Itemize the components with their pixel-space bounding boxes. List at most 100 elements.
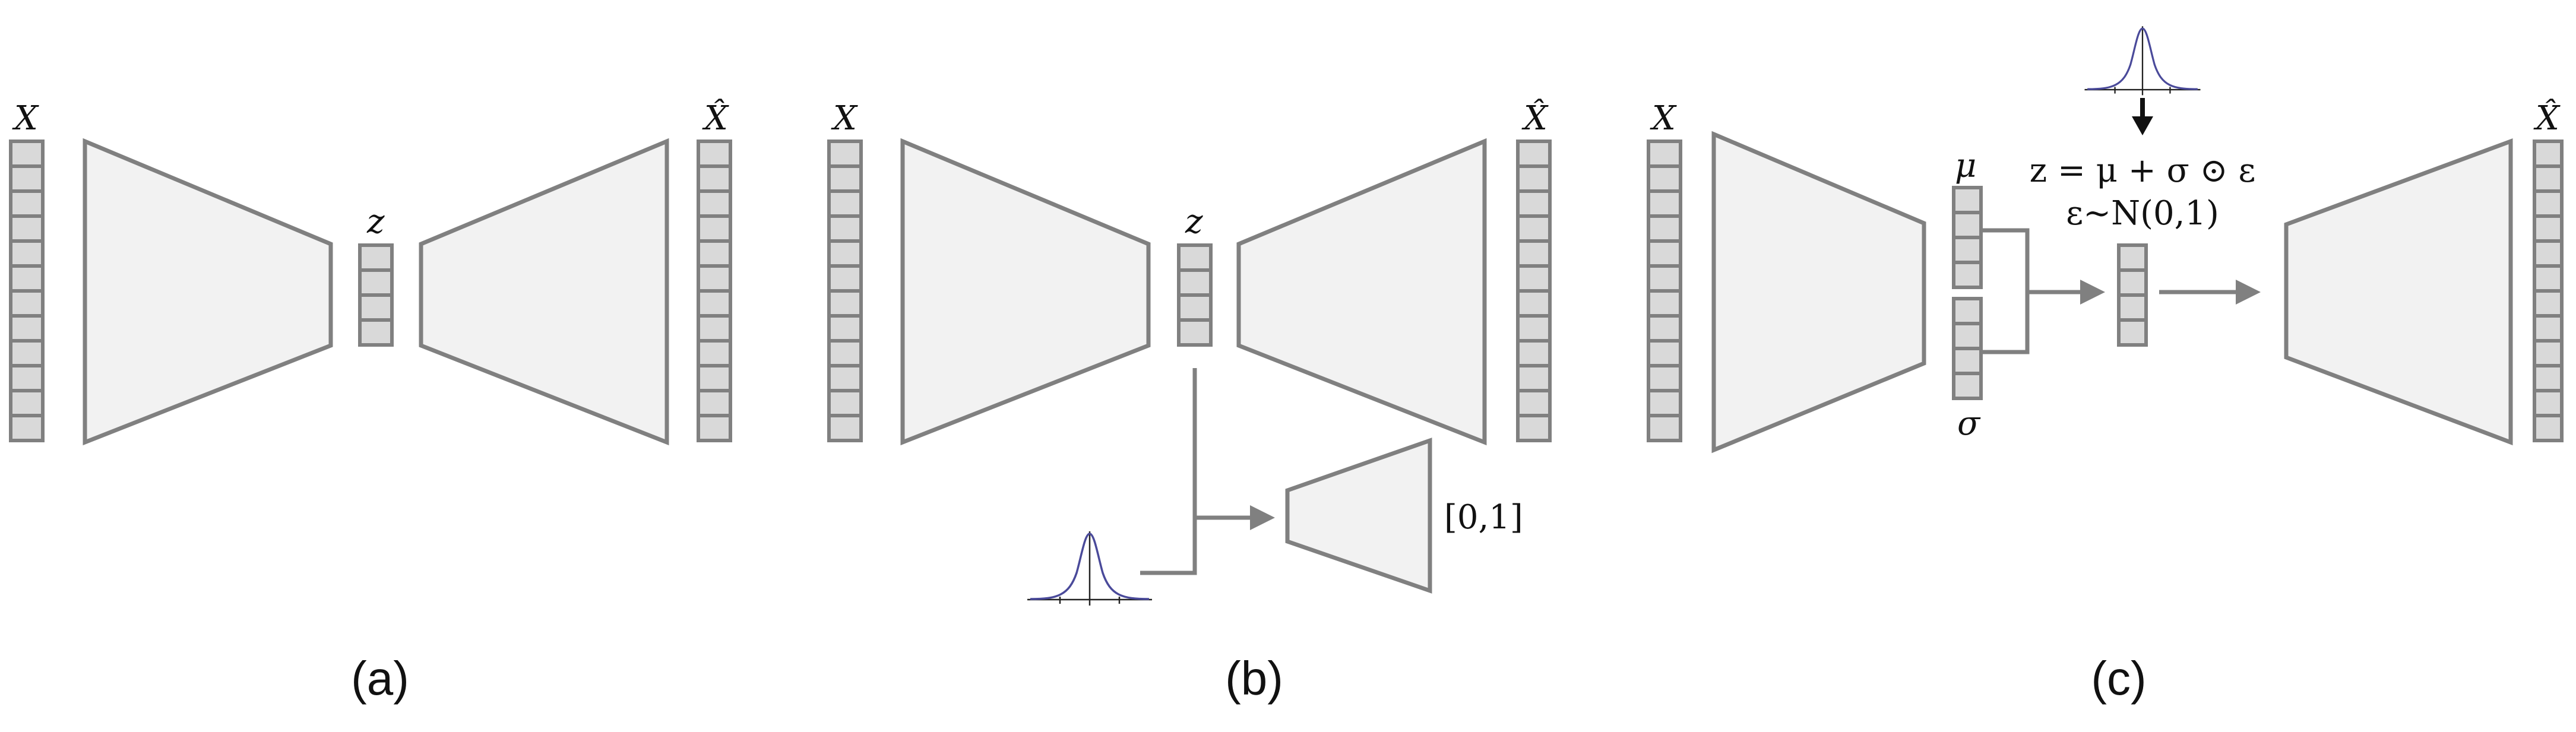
vector-cell [827, 264, 863, 293]
input-label: X [1650, 99, 1677, 138]
output-vector [1516, 140, 1552, 442]
vector-cell [358, 268, 394, 297]
vector-cell [2533, 389, 2564, 417]
encoder [83, 138, 333, 446]
vector-cell [2533, 189, 2564, 218]
vector-cell [1177, 243, 1213, 272]
vector-cell [358, 243, 394, 272]
encoder [900, 138, 1151, 446]
vector-cell [697, 164, 732, 193]
vector-cell [827, 239, 863, 268]
mu-vector [1952, 186, 1983, 289]
vector-cell [1952, 297, 1983, 325]
vector-cell [2533, 414, 2564, 442]
vector-cell [1177, 268, 1213, 297]
vector-cell [1952, 186, 1983, 214]
vector-cell [697, 189, 732, 218]
gaussian-icon [1026, 530, 1153, 607]
vector-cell [1647, 164, 1682, 193]
vector-cell [1647, 414, 1682, 442]
vector-cell [1516, 414, 1552, 442]
vector-cell [827, 214, 863, 243]
vector-cell [2533, 364, 2564, 392]
vector-cell [2533, 214, 2564, 243]
latent-vector [358, 243, 394, 347]
vector-cell [827, 164, 863, 193]
vector-cell [1952, 236, 1983, 264]
vector-cell [1647, 140, 1682, 168]
vector-cell [9, 164, 45, 193]
vector-cell [1952, 211, 1983, 239]
vector-cell [358, 318, 394, 347]
vector-cell [1952, 322, 1983, 350]
vector-cell [827, 339, 863, 367]
output-vector [2533, 140, 2564, 442]
vector-cell [697, 339, 732, 367]
mu-label: μ [1955, 147, 1976, 185]
vector-cell [9, 364, 45, 392]
latent-connector [1140, 368, 1197, 575]
vector-cell [2533, 239, 2564, 268]
vector-cell [1952, 372, 1983, 400]
panel-b: X z X̂ [0,1] (b) [827, 98, 1552, 705]
arrowhead-icon [2132, 116, 2153, 135]
input-vector [9, 140, 45, 442]
vector-cell [1647, 389, 1682, 417]
reparam-formula: z = μ + σ ⊙ ε [2030, 151, 2256, 190]
panel-a: X z X̂ (a) [9, 98, 732, 705]
vector-cell [2533, 164, 2564, 193]
vector-cell [1647, 239, 1682, 268]
vector-cell [697, 314, 732, 343]
input-label: X [12, 99, 39, 138]
vector-cell [1516, 189, 1552, 218]
vector-cell [1516, 339, 1552, 367]
latent-vector [2117, 243, 2148, 347]
vector-cell [1647, 289, 1682, 318]
vector-cell [9, 339, 45, 367]
output-label: X̂ [1521, 98, 1549, 138]
vector-cell [1647, 214, 1682, 243]
vector-cell [1516, 164, 1552, 193]
vector-cell [827, 189, 863, 218]
vector-cell [1647, 339, 1682, 367]
vector-cell [9, 314, 45, 343]
sigma-vector [1952, 297, 1983, 400]
vector-cell [2117, 293, 2148, 322]
vector-cell [9, 140, 45, 168]
vector-cell [697, 389, 732, 417]
decoder [2284, 138, 2513, 446]
panel-c: X μ σ z = μ + σ ⊙ ε ε~N(0,1) X̂ (c) [1647, 25, 2564, 705]
input-vector [1647, 140, 1682, 442]
sigma-label: σ [1957, 404, 1981, 443]
vector-cell [9, 214, 45, 243]
vector-cell [2533, 314, 2564, 343]
decoder [1236, 138, 1487, 446]
vector-cell [1516, 140, 1552, 168]
vector-cell [697, 214, 732, 243]
vector-cell [1516, 239, 1552, 268]
vector-cell [1516, 364, 1552, 392]
vector-cell [9, 414, 45, 442]
vector-cell [697, 140, 732, 168]
caption: (c) [2091, 652, 2146, 705]
input-vector [827, 140, 863, 442]
output-vector [697, 140, 732, 442]
vector-cell [2117, 318, 2148, 347]
vector-cell [827, 289, 863, 318]
vector-cell [2117, 268, 2148, 297]
vector-cell [827, 314, 863, 343]
vector-cell [697, 289, 732, 318]
vector-cell [1516, 264, 1552, 293]
output-label: X̂ [702, 98, 729, 138]
vector-cell [1516, 389, 1552, 417]
vector-cell [1647, 264, 1682, 293]
caption: (a) [351, 652, 409, 705]
vector-cell [9, 389, 45, 417]
gaussian-icon [2083, 25, 2202, 97]
vector-cell [1647, 364, 1682, 392]
discriminator-output: [0,1] [1444, 498, 1523, 537]
vector-cell [2533, 140, 2564, 168]
latent-vector [1177, 243, 1213, 347]
vector-cell [827, 414, 863, 442]
